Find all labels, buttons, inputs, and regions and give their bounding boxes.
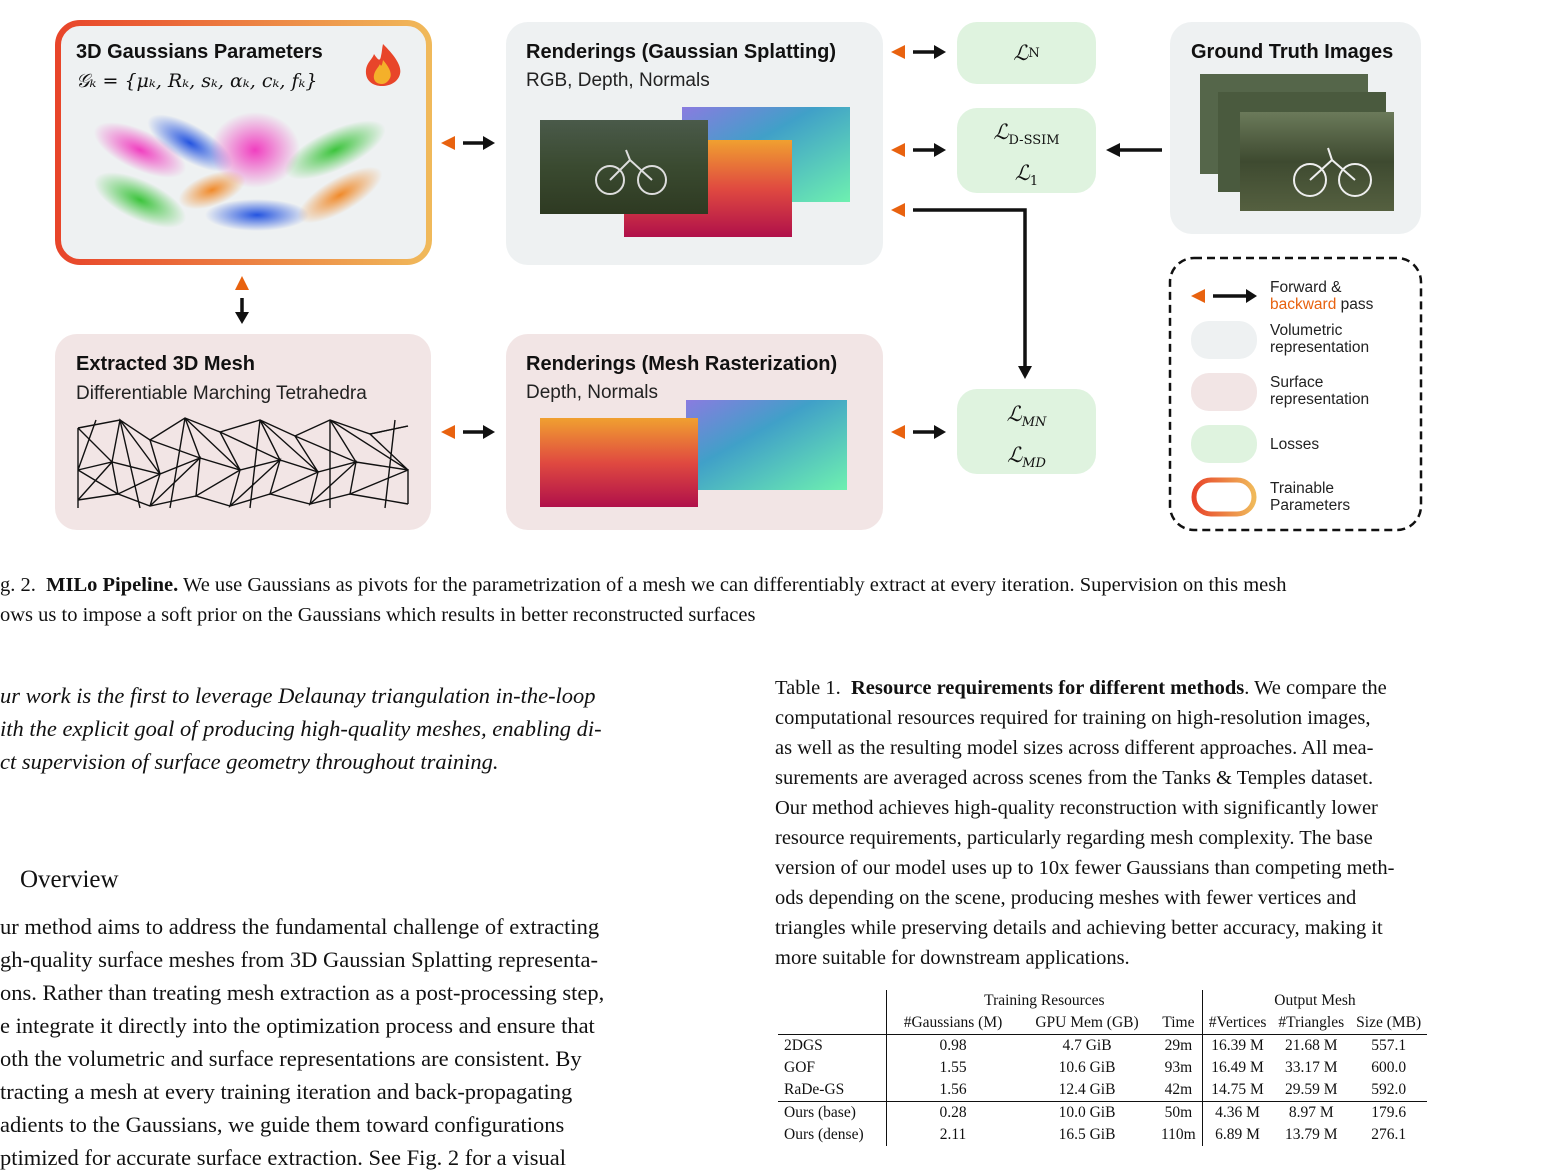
arrow-gaussians-mesh (235, 276, 249, 324)
arrow-gaussians-gsrender (441, 136, 495, 150)
mesh-title: Extracted 3D Mesh (76, 353, 255, 375)
legend-box (1168, 256, 1423, 532)
overview-paragraph: ur method aims to address the fundamenta… (0, 914, 605, 1170)
table-row: Ours (base) 0.28 10.0 GiB 50m 4.36 M 8.97 M 17… (778, 1101, 1428, 1124)
mesh-subtitle: Differentiable Marching Tetrahedra (76, 383, 367, 404)
table-cell: 10.0 GiB (1058, 1104, 1116, 1121)
gaussian-blobs (93, 112, 386, 231)
legend-volumetric-label: Volumetric representation (1270, 322, 1370, 356)
table-cell: 16.39 M (1211, 1037, 1264, 1054)
arrow-gt-dssim (1106, 143, 1162, 157)
section-heading: Overview (20, 866, 119, 893)
table-cell: 4.7 GiB (1062, 1037, 1112, 1054)
resource-table: Training Resources Output Mesh #Gaussian… (778, 990, 1428, 1146)
legend-losses-label: Losses (1270, 436, 1320, 453)
table-cell: 21.68 M (1285, 1037, 1338, 1054)
table-cell: 13.79 M (1285, 1126, 1338, 1143)
legend-trainable-label: Trainable Parameters (1270, 480, 1351, 514)
table-row: RaDe-GS 1.56 12.4 GiB 42m 14.75 M 29.59 M 592.… (778, 1079, 1427, 1102)
legend-arrow-icon (1191, 289, 1257, 303)
loss-box-n (957, 22, 1096, 84)
table-caption: Table 1. Resource requirements for diffe… (775, 677, 1395, 969)
legend-swatch-volumetric (1191, 321, 1257, 359)
loss-mesh-label: ℒMN ℒMD (1006, 402, 1047, 472)
table-cell: 1.56 (939, 1081, 967, 1098)
table-cell: 16.5 GiB (1058, 1126, 1116, 1143)
table-cell: 557.1 (1371, 1037, 1407, 1054)
col-header: Time (1155, 1012, 1203, 1035)
table-cell: 8.97 M (1288, 1104, 1334, 1121)
group-header-training: Training Resources (886, 990, 1203, 1012)
table-cell: 592.0 (1371, 1081, 1407, 1098)
legend-forward-label: Forward & backward pass (1270, 279, 1374, 313)
table-cell: 0.98 (939, 1037, 967, 1054)
gaussians-title: 3D Gaussians Parameters (76, 41, 323, 63)
gt-thumbnails (1200, 74, 1394, 211)
gs-render-thumbnails (540, 107, 850, 237)
mesh-box (55, 334, 431, 530)
table-cell: 33.17 M (1285, 1059, 1338, 1076)
gs-render-subtitle: RGB, Depth, Normals (526, 70, 710, 91)
loss-dssim-label: ℒD-SSIM ℒ1 (993, 120, 1060, 190)
table-cell: 93m (1155, 1057, 1203, 1079)
table-cell: 29.59 M (1285, 1081, 1338, 1098)
mesh-render-title: Renderings (Mesh Rasterization) (526, 353, 838, 375)
col-header: #Gaussians (M) (903, 1014, 1003, 1031)
gaussians-formula: 𝒢ₖ = {μₖ, Rₖ, sₖ, αₖ, cₖ, fₖ} (76, 70, 318, 92)
table-row: GOF 1.55 10.6 GiB 93m 16.49 M 33.17 M 600.0 (778, 1057, 1427, 1079)
table-cell: 4.36 M (1215, 1104, 1260, 1121)
arrows (235, 45, 1162, 439)
table-cell: 1.55 (939, 1059, 967, 1076)
table-cell: 16.49 M (1211, 1059, 1264, 1076)
gs-render-title: Renderings (Gaussian Splatting) (526, 41, 837, 63)
table-cell: 50m (1155, 1101, 1203, 1124)
table-cell: 600.0 (1371, 1059, 1407, 1076)
mesh-render-subtitle: Depth, Normals (526, 382, 658, 403)
legend-swatch-surface (1191, 373, 1257, 411)
arrow-gsrender-dssim (891, 143, 946, 157)
table-cell: 10.6 GiB (1058, 1059, 1116, 1076)
row-label: GOF (778, 1057, 887, 1079)
row-label: Ours (base) (778, 1101, 887, 1124)
table-cell: 14.75 M (1211, 1081, 1264, 1098)
table-row: 2DGS 0.98 4.7 GiB 29m 16.39 M 21.68 M 557.1 (778, 1034, 1427, 1057)
table-cell: 42m (1155, 1079, 1203, 1102)
tetra-mesh-drawing (77, 417, 409, 509)
table-cell: 110m (1155, 1124, 1203, 1146)
group-header-output: Output Mesh (1274, 992, 1356, 1009)
gt-title: Ground Truth Images (1191, 41, 1394, 63)
table-row: Ours (dense) 2.11 16.5 GiB 110m 6.89 M 13.79 … (778, 1124, 1427, 1146)
loss-box-dssim (957, 108, 1096, 193)
legend-swatch-losses (1191, 425, 1257, 463)
col-header: #Vertices (1208, 1014, 1267, 1031)
arrow-mesh-meshrender (441, 425, 495, 439)
loss-box-mesh (957, 389, 1096, 474)
table-cell: 12.4 GiB (1058, 1081, 1116, 1098)
row-label: 2DGS (778, 1034, 887, 1057)
col-header: Size (MB) (1356, 1014, 1422, 1031)
row-label: RaDe-GS (778, 1079, 887, 1102)
col-header: #Triangles (1278, 1014, 1345, 1031)
fire-icon (365, 44, 401, 86)
legend-surface-label: Surface representation (1270, 374, 1370, 408)
pipeline-figure (55, 20, 1423, 532)
mesh-render-thumbnails (540, 400, 847, 507)
figure-caption: g. 2. MILo Pipeline. We use Gaussians as… (0, 574, 1287, 626)
table-cell: 6.89 M (1215, 1126, 1260, 1143)
table-cell: 276.1 (1371, 1126, 1407, 1143)
table-cell: 2.11 (939, 1126, 967, 1143)
left-italic-paragraph: ur work is the first to leverage Delauna… (0, 683, 602, 774)
table-cell: 179.6 (1371, 1104, 1407, 1121)
arrow-gsrender-ln (891, 45, 946, 59)
table-cell: 0.28 (939, 1104, 967, 1121)
row-label: Ours (dense) (778, 1124, 887, 1146)
arrow-gsrender-meshloss (891, 203, 1032, 379)
legend-swatch-trainable (1191, 477, 1257, 517)
arrow-meshrender-meshloss (891, 425, 946, 439)
table-cell: 29m (1155, 1034, 1203, 1057)
col-header: GPU Mem (GB) (1035, 1014, 1139, 1031)
